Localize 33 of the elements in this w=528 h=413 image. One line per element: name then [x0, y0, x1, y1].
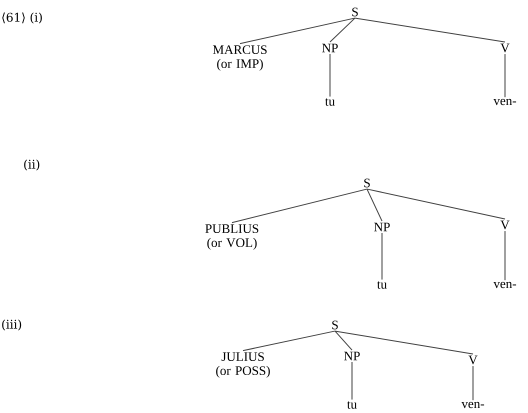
category-label: V	[468, 356, 478, 364]
tree-branch	[232, 188, 368, 224]
word-label: tu	[325, 98, 335, 106]
tree-branch	[472, 366, 474, 401]
category-label: S	[352, 8, 358, 16]
word-label: tu	[377, 281, 387, 289]
word-label: ven-	[493, 98, 516, 106]
tree-branch	[334, 330, 352, 351]
category-label: S	[332, 320, 338, 330]
example-number: (ii)	[24, 160, 40, 170]
tree-branch	[354, 18, 506, 42]
tree-branch	[330, 18, 356, 43]
tree-branch	[242, 330, 336, 352]
tree-branch	[504, 54, 506, 98]
example-number: (iii)	[2, 320, 22, 330]
category-label: NP	[344, 352, 360, 360]
word-label: ven-	[493, 282, 516, 288]
word-label: JULIUS (or POSS)	[216, 352, 270, 378]
example-number: ⟨61⟩ (i)	[2, 12, 42, 24]
category-label: NP	[374, 222, 390, 232]
tree-branch	[366, 188, 506, 220]
word-label: PUBLIUS (or VOL)	[205, 224, 258, 250]
category-label: V	[500, 44, 510, 52]
tree-branch	[504, 230, 506, 281]
word-label: ven-	[461, 402, 484, 408]
word-label: MARCUS (or IMP)	[212, 45, 267, 71]
category-label: V	[500, 220, 510, 230]
tree-branch	[334, 330, 474, 354]
category-label: S	[364, 178, 370, 188]
category-label: NP	[322, 44, 338, 52]
tree-branch	[366, 188, 382, 222]
word-label: tu	[347, 401, 357, 409]
tree-branch	[240, 18, 356, 44]
